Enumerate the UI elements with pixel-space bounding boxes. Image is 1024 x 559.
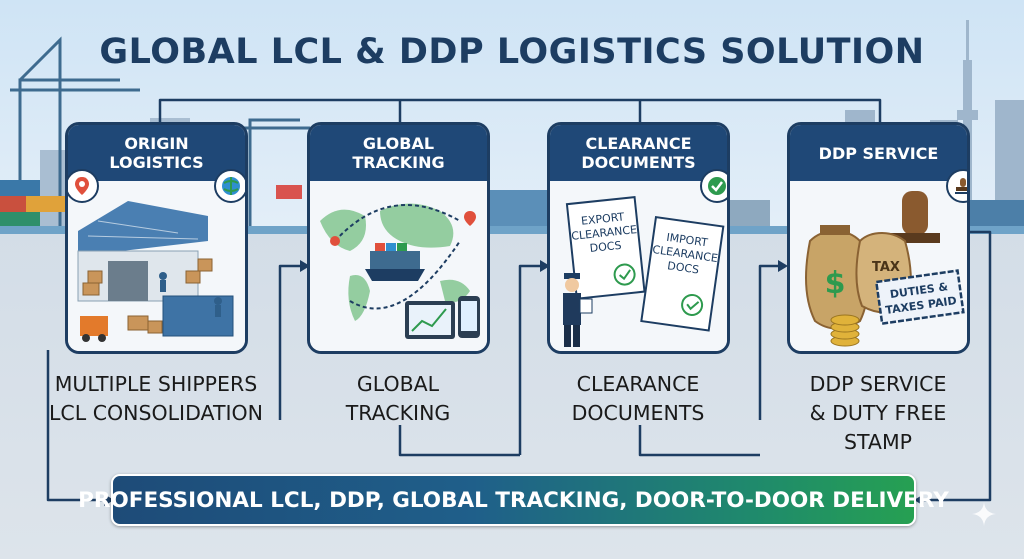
stamp	[890, 191, 940, 243]
tax-bag-label: TAX	[872, 260, 900, 275]
caption-line: & DUTY FREE	[809, 401, 947, 425]
sparkle-icon	[972, 502, 996, 526]
caption-origin-logistics: MULTIPLE SHIPPERS LCL CONSOLIDATION	[41, 370, 271, 428]
caption-global-tracking: GLOBAL TRACKING	[283, 370, 513, 428]
caption-line: DOCUMENTS	[571, 401, 705, 425]
caption-line: MULTIPLE SHIPPERS	[54, 372, 258, 396]
export-doc-line-1: EXPORT	[580, 210, 625, 227]
import-doc-line-1: IMPORT	[666, 231, 709, 250]
stamp-icon	[946, 169, 967, 203]
location-pin-icon	[68, 169, 99, 203]
card-global-tracking: GLOBAL TRACKING	[307, 122, 490, 354]
caption-line: STAMP	[843, 430, 913, 454]
card-heading: CLEARANCE DOCUMENTS	[550, 125, 727, 183]
caption-line: DDP SERVICE	[809, 372, 947, 396]
import-doc-line-3: DOCS	[667, 259, 700, 276]
card-ddp-service: DDP SERVICE $ TAX DUTIES & TAXES PAID	[787, 122, 970, 354]
caption-line: TRACKING	[345, 401, 451, 425]
caption-line: CLEARANCE	[576, 372, 700, 396]
clearance-illustration: EXPORT CLEARANCE DOCS IMPORT CLEARANCE D…	[550, 181, 727, 351]
card-origin-logistics: ORIGIN LOGISTICS	[65, 122, 248, 354]
card-heading: GLOBAL TRACKING	[310, 125, 487, 183]
card-heading: DDP SERVICE	[790, 125, 967, 183]
check-badge-icon	[700, 169, 727, 203]
summary-banner: PROFESSIONAL LCL, DDP, GLOBAL TRACKING, …	[78, 474, 949, 526]
warehouse-illustration	[68, 181, 245, 351]
page-title: GLOBAL LCL & DDP LOGISTICS SOLUTION	[99, 32, 925, 72]
card-clearance-documents: CLEARANCE DOCUMENTS EXPORT CLEARANCE DOC…	[547, 122, 730, 354]
caption-ddp-service: DDP SERVICE & DUTY FREE STAMP	[763, 370, 993, 457]
caption-clearance-documents: CLEARANCE DOCUMENTS	[523, 370, 753, 428]
ddp-illustration: $ TAX DUTIES & TAXES PAID	[790, 181, 967, 351]
money-bag-symbol: $	[825, 266, 846, 301]
caption-line: GLOBAL	[356, 372, 440, 396]
caption-line: LCL CONSOLIDATION	[49, 401, 263, 425]
card-heading: ORIGIN LOGISTICS	[68, 125, 245, 183]
export-doc-line-3: DOCS	[589, 239, 622, 255]
globe-icon	[214, 169, 245, 203]
tracking-illustration	[310, 181, 487, 351]
customs-officer	[563, 273, 593, 347]
